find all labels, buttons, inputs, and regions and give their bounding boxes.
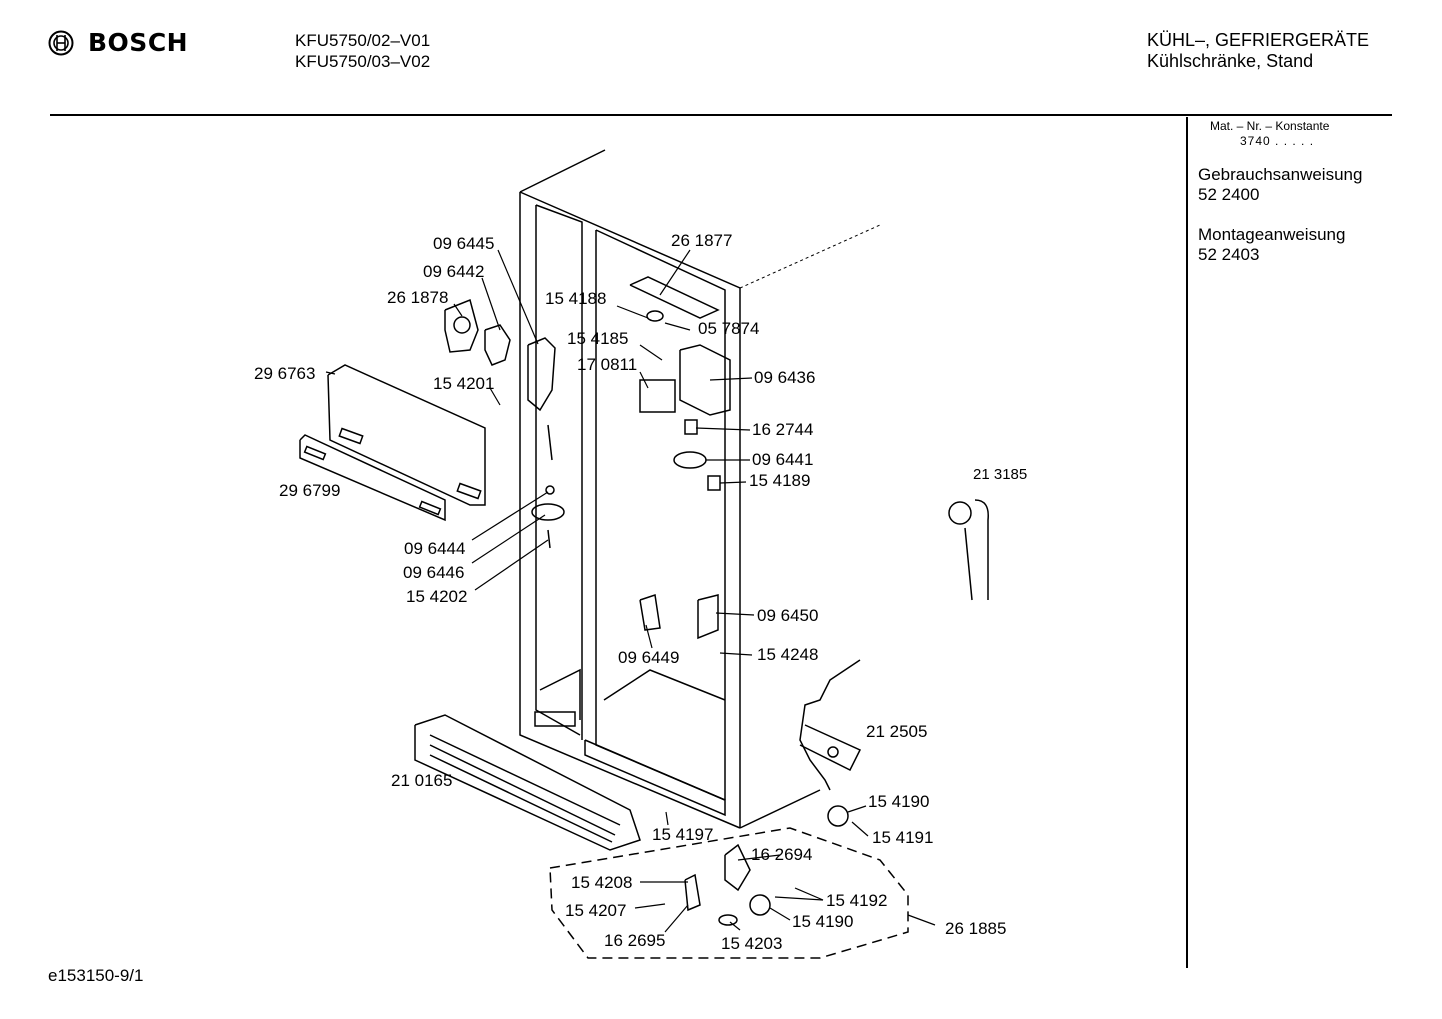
- part-label: 15 4197: [652, 825, 714, 844]
- knob-parts: [531, 424, 565, 549]
- part-label: 29 6799: [279, 481, 341, 500]
- leader-lines: [325, 249, 936, 933]
- part-label: 15 4190: [792, 912, 854, 931]
- brand-name: BOSCH: [88, 28, 189, 57]
- part-label: 09 6442: [423, 262, 485, 281]
- category-main: KÜHL–, GEFRIERGERÄTE: [1147, 30, 1370, 50]
- part-label: 09 6446: [403, 563, 465, 582]
- hose-21-3185: [948, 499, 989, 601]
- model-number: KFU5750/03–V02: [295, 52, 431, 71]
- part-label: 05 7874: [698, 319, 760, 338]
- part-label: 26 1878: [387, 288, 449, 307]
- cabinet-cutaway: [799, 659, 862, 791]
- part-label: 21 3185: [973, 466, 1028, 483]
- drawing-id: e153150-9/1: [48, 966, 144, 985]
- panel-29-6763: [327, 364, 486, 506]
- part-label: 15 4208: [571, 873, 633, 892]
- part-label: 09 6445: [433, 234, 495, 253]
- control-housing: [444, 298, 556, 412]
- doc-title: Gebrauchsanweisung: [1198, 165, 1363, 184]
- part-label: 15 4185: [567, 329, 629, 348]
- part-label: 15 4189: [749, 471, 811, 490]
- part-label: 09 6450: [757, 606, 819, 625]
- part-label: 09 6436: [754, 368, 816, 387]
- part-label: 26 1885: [945, 919, 1007, 938]
- roller-parts: [684, 805, 849, 926]
- part-label: 16 2744: [752, 420, 814, 439]
- part-label: 15 4202: [406, 587, 468, 606]
- part-label: 15 4201: [433, 374, 495, 393]
- part-label: 16 2695: [604, 931, 666, 950]
- grille-21-0165: [414, 714, 641, 851]
- part-label: 15 4248: [757, 645, 819, 664]
- part-label: 09 6441: [752, 450, 814, 469]
- part-label: 21 0165: [391, 771, 453, 790]
- doc-number: 52 2400: [1198, 185, 1260, 204]
- category: KÜHL–, GEFRIERGERÄTE Kühlschränke, Stand: [1147, 30, 1369, 72]
- category-sub: Kühlschränke, Stand: [1147, 51, 1314, 71]
- part-label: 15 4192: [826, 891, 888, 910]
- doc-title: Montageanweisung: [1198, 225, 1346, 244]
- part-label: 15 4191: [872, 828, 934, 847]
- part-label: 15 4190: [868, 792, 930, 811]
- model-list: KFU5750/02–V01 KFU5750/03–V02: [295, 30, 430, 72]
- panel-29-6799: [299, 434, 446, 522]
- part-label: 26 1877: [671, 231, 733, 250]
- part-label: 29 6763: [254, 364, 316, 383]
- mat-nr-label: Mat. – Nr. – Konstante: [1210, 119, 1330, 133]
- part-label: 09 6444: [404, 539, 466, 558]
- part-label: 15 4207: [565, 901, 627, 920]
- bosch-logo-icon: [48, 30, 74, 55]
- doc-number: 52 2403: [1198, 245, 1260, 264]
- model-number: KFU5750/02–V01: [295, 31, 431, 50]
- header-divider: [50, 114, 1392, 116]
- brand: BOSCH: [48, 28, 188, 57]
- part-label: 15 4203: [721, 934, 783, 953]
- mat-nr-value: 3740 . . . . .: [1240, 134, 1315, 148]
- sidebar-divider: [1186, 117, 1188, 968]
- doc-entry: Montageanweisung 52 2403: [1198, 225, 1345, 265]
- doc-entry: Gebrauchsanweisung 52 2400: [1198, 165, 1362, 205]
- part-label: 17 0811: [577, 355, 638, 374]
- cabinet-outline: [519, 149, 881, 829]
- part-label: 15 4188: [545, 289, 607, 308]
- part-label: 09 6449: [618, 648, 680, 667]
- part-label: 16 2694: [751, 845, 813, 864]
- part-label: 21 2505: [866, 722, 928, 741]
- assembly-group-26-1885: [549, 827, 909, 959]
